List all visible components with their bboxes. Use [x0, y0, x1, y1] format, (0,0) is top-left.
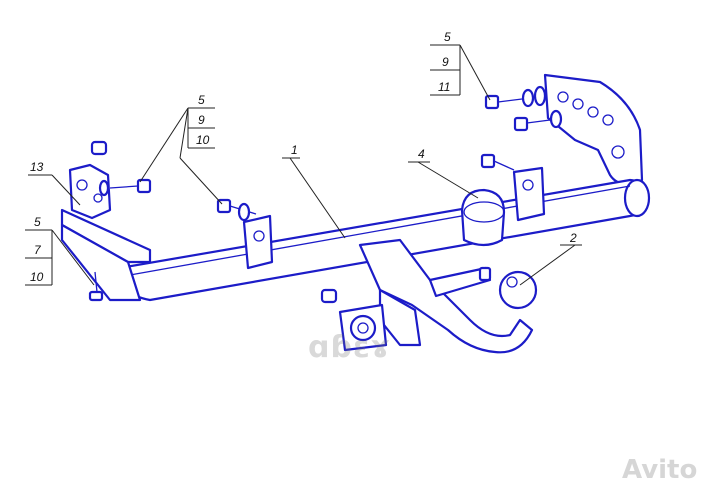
callout-mid-10: 10 [196, 133, 210, 147]
crossbar-tab-right [512, 166, 546, 222]
socket-cover [460, 188, 506, 247]
socket-plate [338, 303, 388, 352]
watermark-logo: ɑɓɛɤ [308, 330, 391, 365]
callout-top-right-5: 5 [444, 30, 451, 44]
right-mounting-bracket [543, 73, 644, 186]
callout-part2: 2 [569, 231, 577, 245]
callout-left-7: 7 [34, 243, 42, 257]
bolt-set-mid [216, 153, 515, 222]
hitch-arm [358, 238, 538, 354]
callout-mid-5: 5 [198, 93, 205, 107]
bolt-set-top-right [484, 85, 563, 132]
left-mounting-bracket [60, 163, 152, 302]
crossbar-tab-left [242, 214, 274, 270]
callout-top-right-11: 11 [438, 80, 450, 94]
callout-left-10: 10 [30, 270, 44, 284]
callout-part4: 4 [418, 147, 425, 161]
callout-left-5: 5 [34, 215, 41, 229]
callout-part1: 1 [291, 143, 298, 157]
bolt-set-left [88, 140, 492, 304]
leader-lines [25, 44, 582, 286]
watermark-avito: Avito [622, 455, 698, 485]
callout-part13: 13 [30, 160, 44, 174]
callout-top-right-9: 9 [442, 55, 449, 69]
callout-mid-9: 9 [198, 113, 205, 127]
